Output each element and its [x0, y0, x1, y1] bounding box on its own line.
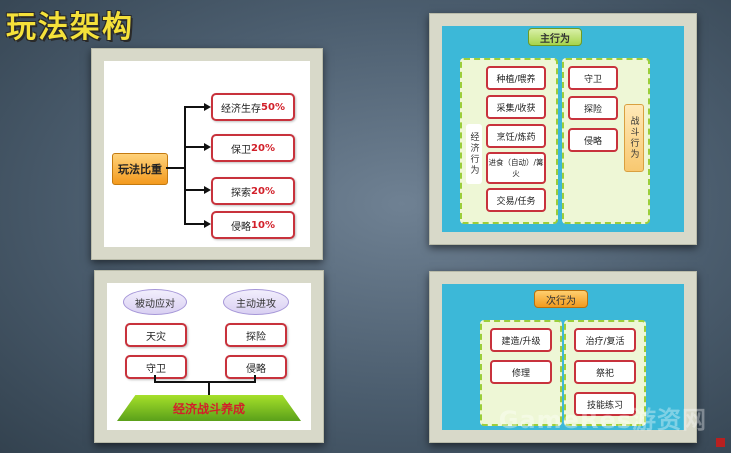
page-title: 玩法架构	[6, 10, 134, 45]
stamp-logo	[716, 438, 725, 447]
branch-economy-label: 经济生存	[221, 103, 262, 115]
econ-item-eating: 进食（自动）/篝火	[486, 152, 546, 184]
sec-item-repair: 修理	[490, 360, 552, 384]
connector-base-bar	[154, 381, 256, 383]
secondary-behavior-header: 次行为	[534, 290, 588, 308]
combat-item-explore: 探险	[568, 96, 618, 120]
branch-defense-label: 保卫	[231, 144, 252, 156]
oval-active: 主动进攻	[223, 289, 289, 315]
connector-trunk	[184, 106, 186, 224]
connector-base-left	[154, 375, 156, 383]
arrow-branch-3	[204, 186, 211, 194]
box-invade: 侵略	[225, 355, 287, 379]
sec-item-skill: 技能练习	[574, 392, 636, 416]
connector-branch-2	[184, 146, 206, 148]
oval-passive: 被动应对	[123, 289, 187, 315]
connector-base-stem	[208, 381, 210, 395]
branch-defense-pct: 20%	[251, 142, 275, 154]
panel-passive-active: 被动应对 主动进攻 天灾 探险 守卫 侵略 经济战斗养成	[94, 270, 324, 443]
arrow-branch-4	[204, 220, 211, 228]
econ-item-gathering: 采集/收获	[486, 95, 546, 119]
connector-root	[166, 167, 184, 169]
watermark: GameRes游资网	[498, 406, 707, 434]
branch-economy-pct: 50%	[261, 101, 285, 113]
box-explore: 探险	[225, 323, 287, 347]
panel-primary-behavior-canvas: 主行为 经济行为 种植/喂养 采集/收获 烹饪/炼药 进食（自动）/篝火 交易/…	[442, 26, 684, 232]
panel-primary-behavior: 主行为 经济行为 种植/喂养 采集/收获 烹饪/炼药 进食（自动）/篝火 交易/…	[429, 13, 697, 245]
econ-item-farming: 种植/喂养	[486, 66, 546, 90]
box-guard: 守卫	[125, 355, 187, 379]
combat-item-guard: 守卫	[568, 66, 618, 90]
branch-invade-label: 侵略	[231, 221, 252, 233]
connector-branch-4	[184, 223, 206, 225]
connector-branch-1	[184, 106, 206, 108]
primary-behavior-header: 主行为	[528, 28, 582, 46]
arrow-branch-2	[204, 143, 211, 151]
sec-item-heal: 治疗/复活	[574, 328, 636, 352]
branch-explore-label: 探索	[231, 187, 252, 199]
root-node: 玩法比重	[112, 153, 168, 185]
sec-item-build: 建造/升级	[490, 328, 552, 352]
panel-secondary-behavior-canvas: 次行为 建造/升级 修理 治疗/复活 祭祀 技能练习	[442, 284, 684, 430]
branch-invade-pct: 10%	[251, 219, 275, 231]
panel-passive-active-canvas: 被动应对 主动进攻 天灾 探险 守卫 侵略 经济战斗养成	[107, 283, 311, 430]
combat-behavior-label: 战斗行为	[624, 104, 644, 172]
sec-item-sacrifice: 祭祀	[574, 360, 636, 384]
branch-explore-pct: 20%	[251, 185, 275, 197]
arrow-branch-1	[204, 103, 211, 111]
combat-item-invade: 侵略	[568, 128, 618, 152]
economy-behavior-label: 经济行为	[466, 124, 482, 184]
box-disaster: 天灾	[125, 323, 187, 347]
econ-item-cooking: 烹饪/炼药	[486, 124, 546, 148]
econ-item-trading: 交易/任务	[486, 188, 546, 212]
base-economy-combat: 经济战斗养成	[117, 395, 301, 421]
connector-branch-3	[184, 189, 206, 191]
connector-base-right	[254, 375, 256, 383]
panel-secondary-behavior: 次行为 建造/升级 修理 治疗/复活 祭祀 技能练习	[429, 271, 697, 443]
